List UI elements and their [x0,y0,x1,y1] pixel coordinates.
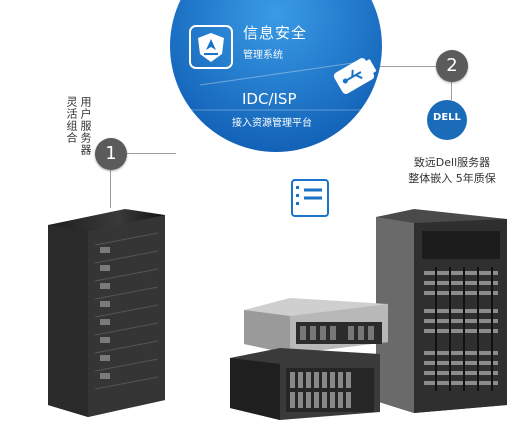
shield-icon [188,24,234,70]
server-rack-icon [40,205,170,420]
connector-line-2-vertical [451,82,452,100]
dell-logo: DELL [427,100,467,140]
security-title: 信息安全 [243,24,308,42]
user-server-label-line: 灵活组合 [65,96,78,144]
dell-description: 致远Dell服务器 整体嵌入 5年质保 [392,155,512,187]
step-badge-1: 1 [95,138,127,170]
usb-icon [330,52,378,100]
dell-logo-text: DELL [433,112,461,123]
user-server-label-line: 用户服务器 [79,96,92,156]
connector-line-1-vertical [110,170,111,208]
dell-description-line: 致远Dell服务器 [413,156,491,169]
connector-line-1 [126,153,176,154]
document-icon [290,178,330,218]
step-badge-2: 2 [436,50,468,82]
icp-title: ICP/IP [197,152,240,170]
idc-subtitle: 接入资源管理平台 [232,118,312,129]
dell-description-line: 整体嵌入 5年质保 [408,172,496,185]
user-server-label: 用户服务器 灵活组合 [62,96,92,156]
connector-line-2 [380,66,436,67]
idc-title: IDC/ISP [242,90,297,108]
tower-server-icon [372,205,512,417]
security-subtitle: 管理系统 [243,50,283,61]
rack-server-icon [230,290,395,420]
icp-subtitle: 地址备案管理系统 [258,161,338,172]
